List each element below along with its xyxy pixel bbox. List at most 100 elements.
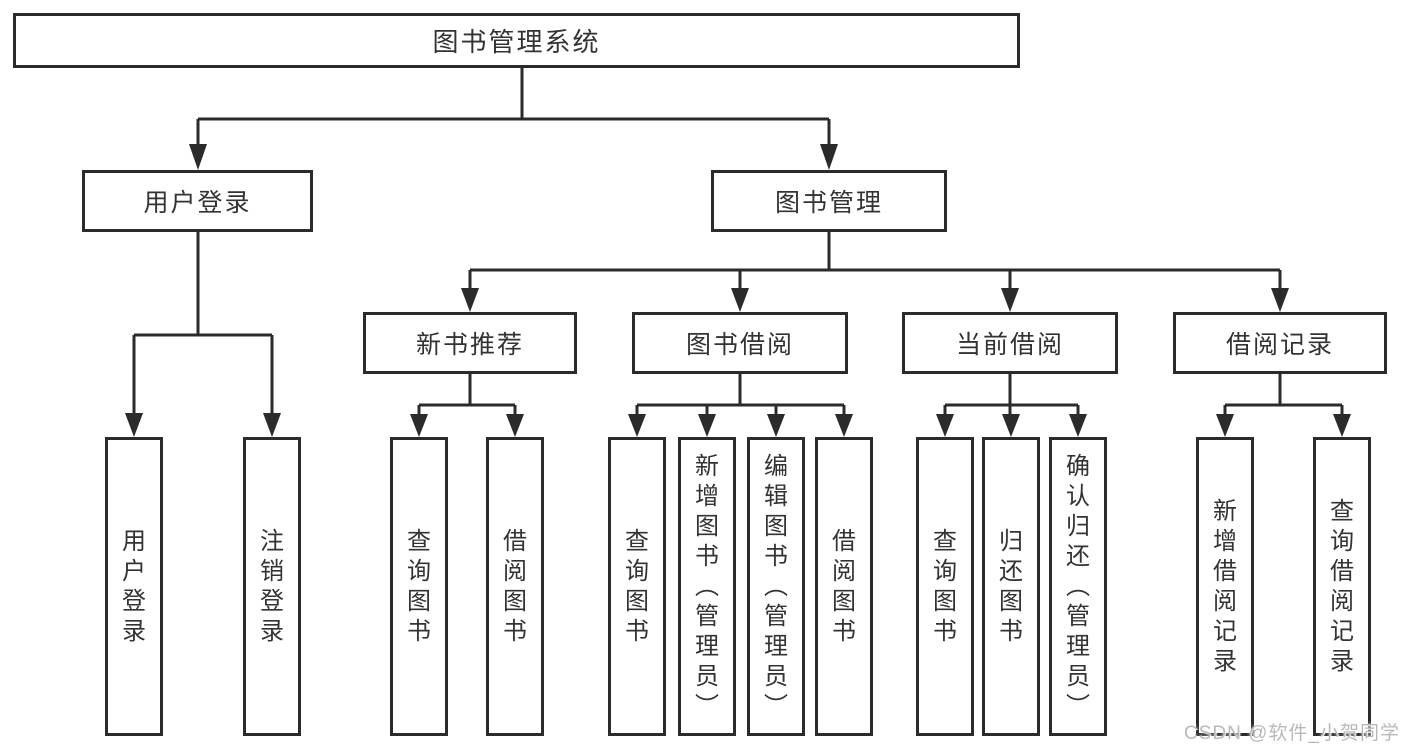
node-book-borrow: 图书借阅 xyxy=(632,312,848,374)
arrow-down-icon xyxy=(936,414,954,437)
leaf-add-borrow-record: 新增借阅记录 xyxy=(1196,437,1254,736)
connector-root xyxy=(189,68,838,170)
arrow-down-icon xyxy=(1333,414,1351,437)
vertical-char: 注 xyxy=(260,527,284,555)
leaf-query-books-3: 查询图书 xyxy=(916,437,974,736)
arrow-down-icon xyxy=(731,288,749,312)
vertical-char: 用 xyxy=(122,527,146,555)
vertical-char: 询 xyxy=(1330,527,1354,555)
vertical-char: 理 xyxy=(695,632,719,660)
arrow-down-icon xyxy=(628,414,646,437)
leaf-logout: 注销登录 xyxy=(243,437,301,736)
vertical-char: 登 xyxy=(260,587,284,615)
vertical-char: 增 xyxy=(695,482,719,510)
vertical-char: 图 xyxy=(999,587,1023,615)
vertical-char: 图 xyxy=(764,512,788,540)
vertical-char: 辑 xyxy=(764,482,788,510)
arrow-down-icon xyxy=(1216,414,1234,437)
vertical-char: 新 xyxy=(695,452,719,480)
arrow-down-icon xyxy=(461,288,479,312)
vertical-char: 图 xyxy=(832,587,856,615)
vertical-char: 理 xyxy=(764,632,788,660)
connector-new-books xyxy=(410,374,524,437)
vertical-char: ︶ xyxy=(1066,692,1090,720)
node-book-mgmt: 图书管理 xyxy=(711,170,947,232)
leaf-borrow-books-1: 借阅图书 xyxy=(486,437,544,736)
vertical-char: 图 xyxy=(933,587,957,615)
leaf-return-books: 归还图书 xyxy=(982,437,1040,736)
vertical-char: 登 xyxy=(122,587,146,615)
vertical-char: 书 xyxy=(407,617,431,645)
vertical-char: 录 xyxy=(1330,647,1354,675)
vertical-char: 询 xyxy=(625,557,649,585)
vertical-char: 员 xyxy=(1066,662,1090,690)
vertical-char: 图 xyxy=(625,587,649,615)
vertical-char: 书 xyxy=(625,617,649,645)
vertical-char: 新 xyxy=(1213,497,1237,525)
connector-borrow-records xyxy=(1216,374,1351,437)
vertical-char: 管 xyxy=(695,602,719,630)
vertical-char: 书 xyxy=(999,617,1023,645)
arrow-down-icon xyxy=(1069,414,1087,437)
node-new-books: 新书推荐 xyxy=(363,312,577,374)
arrow-down-icon xyxy=(410,414,428,437)
vertical-char: ︶ xyxy=(695,692,719,720)
vertical-char: 销 xyxy=(260,557,284,585)
vertical-char: 阅 xyxy=(503,557,527,585)
leaf-query-borrow-record: 查询借阅记录 xyxy=(1313,437,1371,736)
vertical-char: 书 xyxy=(933,617,957,645)
node-root: 图书管理系统 xyxy=(13,13,1020,68)
vertical-char: 阅 xyxy=(1330,587,1354,615)
vertical-char: 归 xyxy=(999,527,1023,555)
vertical-char: 书 xyxy=(503,617,527,645)
leaf-query-books-2: 查询图书 xyxy=(608,437,666,736)
arrow-down-icon xyxy=(506,414,524,437)
vertical-char: 询 xyxy=(407,557,431,585)
vertical-char: 增 xyxy=(1213,527,1237,555)
vertical-char: 记 xyxy=(1330,617,1354,645)
leaf-borrow-books-2: 借阅图书 xyxy=(815,437,873,736)
vertical-char: 图 xyxy=(695,512,719,540)
vertical-char: 员 xyxy=(695,662,719,690)
arrow-down-icon xyxy=(125,413,143,437)
leaf-add-books-admin: 新增图书︵管理员︶ xyxy=(678,437,736,736)
vertical-char: 借 xyxy=(832,527,856,555)
vertical-char: 书 xyxy=(832,617,856,645)
vertical-char: 阅 xyxy=(1213,587,1237,615)
vertical-char: 书 xyxy=(695,542,719,570)
arrow-down-icon xyxy=(189,144,207,170)
node-user-login: 用户登录 xyxy=(82,170,313,232)
vertical-char: 归 xyxy=(1066,512,1090,540)
leaf-edit-books-admin: 编辑图书︵管理员︶ xyxy=(747,437,805,736)
vertical-char: 录 xyxy=(1213,647,1237,675)
vertical-char: ︶ xyxy=(764,692,788,720)
vertical-char: 借 xyxy=(1330,557,1354,585)
vertical-char: 图 xyxy=(407,587,431,615)
vertical-char: 管 xyxy=(764,602,788,630)
vertical-char: 记 xyxy=(1213,617,1237,645)
leaf-query-books-1: 查询图书 xyxy=(390,437,448,736)
arrow-down-icon xyxy=(698,414,716,437)
arrow-down-icon xyxy=(1271,288,1289,312)
arrow-down-icon xyxy=(263,413,281,437)
vertical-char: 户 xyxy=(122,557,146,585)
vertical-char: 还 xyxy=(999,557,1023,585)
arrow-down-icon xyxy=(1002,414,1020,437)
vertical-char: 书 xyxy=(764,542,788,570)
node-current-borrow: 当前借阅 xyxy=(902,312,1118,374)
vertical-char: 理 xyxy=(1066,632,1090,660)
node-borrow-records: 借阅记录 xyxy=(1173,312,1387,374)
vertical-char: ︵ xyxy=(695,572,719,600)
vertical-char: 还 xyxy=(1066,542,1090,570)
vertical-char: 图 xyxy=(503,587,527,615)
vertical-char: ︵ xyxy=(1066,572,1090,600)
csdn-watermark: CSDN @软件_小贺同学 xyxy=(1184,723,1400,744)
leaf-confirm-return-admin: 确认归还︵管理员︶ xyxy=(1049,437,1107,736)
vertical-char: 查 xyxy=(1330,497,1354,525)
vertical-char: 查 xyxy=(625,527,649,555)
connector-current-borrow xyxy=(936,374,1087,437)
connector-book-borrow xyxy=(628,374,853,437)
vertical-char: 员 xyxy=(764,662,788,690)
